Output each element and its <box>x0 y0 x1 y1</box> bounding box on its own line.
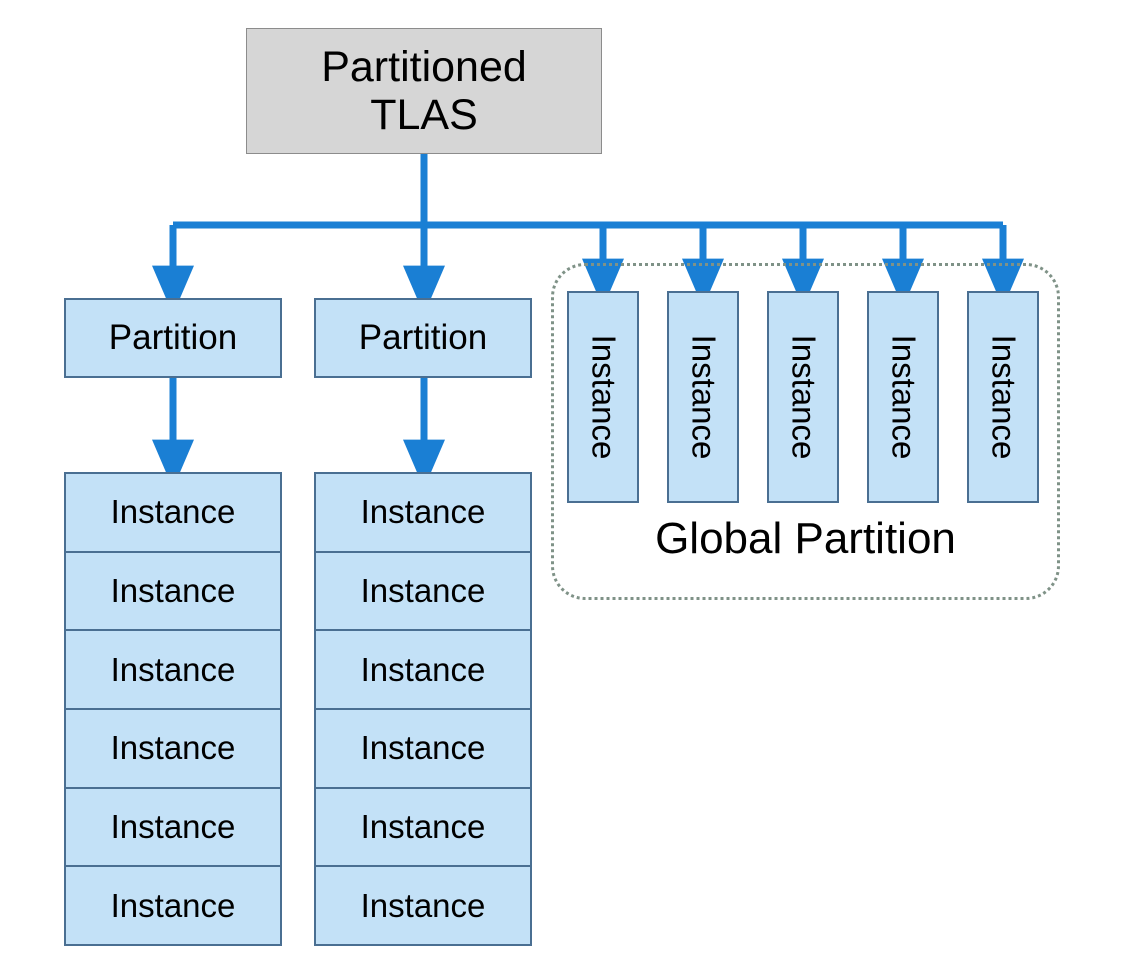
instance-stack-2: Instance Instance Instance Instance Inst… <box>314 472 532 946</box>
global-instance-4[interactable]: Instance <box>867 291 939 503</box>
instance-item[interactable]: Instance <box>66 474 280 553</box>
instance-item[interactable]: Instance <box>66 553 280 632</box>
instance-item[interactable]: Instance <box>316 710 530 789</box>
global-instance-2-label: Instance <box>685 334 722 460</box>
global-instance-3-label: Instance <box>785 334 822 460</box>
global-instance-5[interactable]: Instance <box>967 291 1039 503</box>
instance-stack-1: Instance Instance Instance Instance Inst… <box>64 472 282 946</box>
instance-item[interactable]: Instance <box>66 631 280 711</box>
partition-node-2[interactable]: Partition <box>314 298 532 378</box>
global-instance-4-label: Instance <box>885 334 922 460</box>
global-instance-2[interactable]: Instance <box>667 291 739 503</box>
global-instance-1[interactable]: Instance <box>567 291 639 503</box>
root-node-partitioned-tlas[interactable]: Partitioned TLAS <box>246 28 602 154</box>
root-node-label-line1: Partitioned <box>321 42 527 91</box>
root-node-label-line2: TLAS <box>370 91 478 139</box>
global-instance-3[interactable]: Instance <box>767 291 839 503</box>
instance-item[interactable]: Instance <box>316 789 530 868</box>
instance-item[interactable]: Instance <box>66 710 280 789</box>
instance-item[interactable]: Instance <box>316 553 530 632</box>
partition-node-1[interactable]: Partition <box>64 298 282 378</box>
global-partition-group <box>551 263 1060 600</box>
instance-item[interactable]: Instance <box>316 474 530 553</box>
global-instance-1-label: Instance <box>585 334 622 460</box>
global-partition-label: Global Partition <box>655 514 956 563</box>
partition-node-1-label: Partition <box>108 318 238 358</box>
global-instance-5-label: Instance <box>985 334 1022 460</box>
partition-node-2-label: Partition <box>358 318 488 358</box>
instance-item[interactable]: Instance <box>316 631 530 711</box>
instance-item[interactable]: Instance <box>66 789 280 868</box>
instance-item[interactable]: Instance <box>110 886 236 924</box>
instance-item[interactable]: Instance <box>360 886 486 924</box>
